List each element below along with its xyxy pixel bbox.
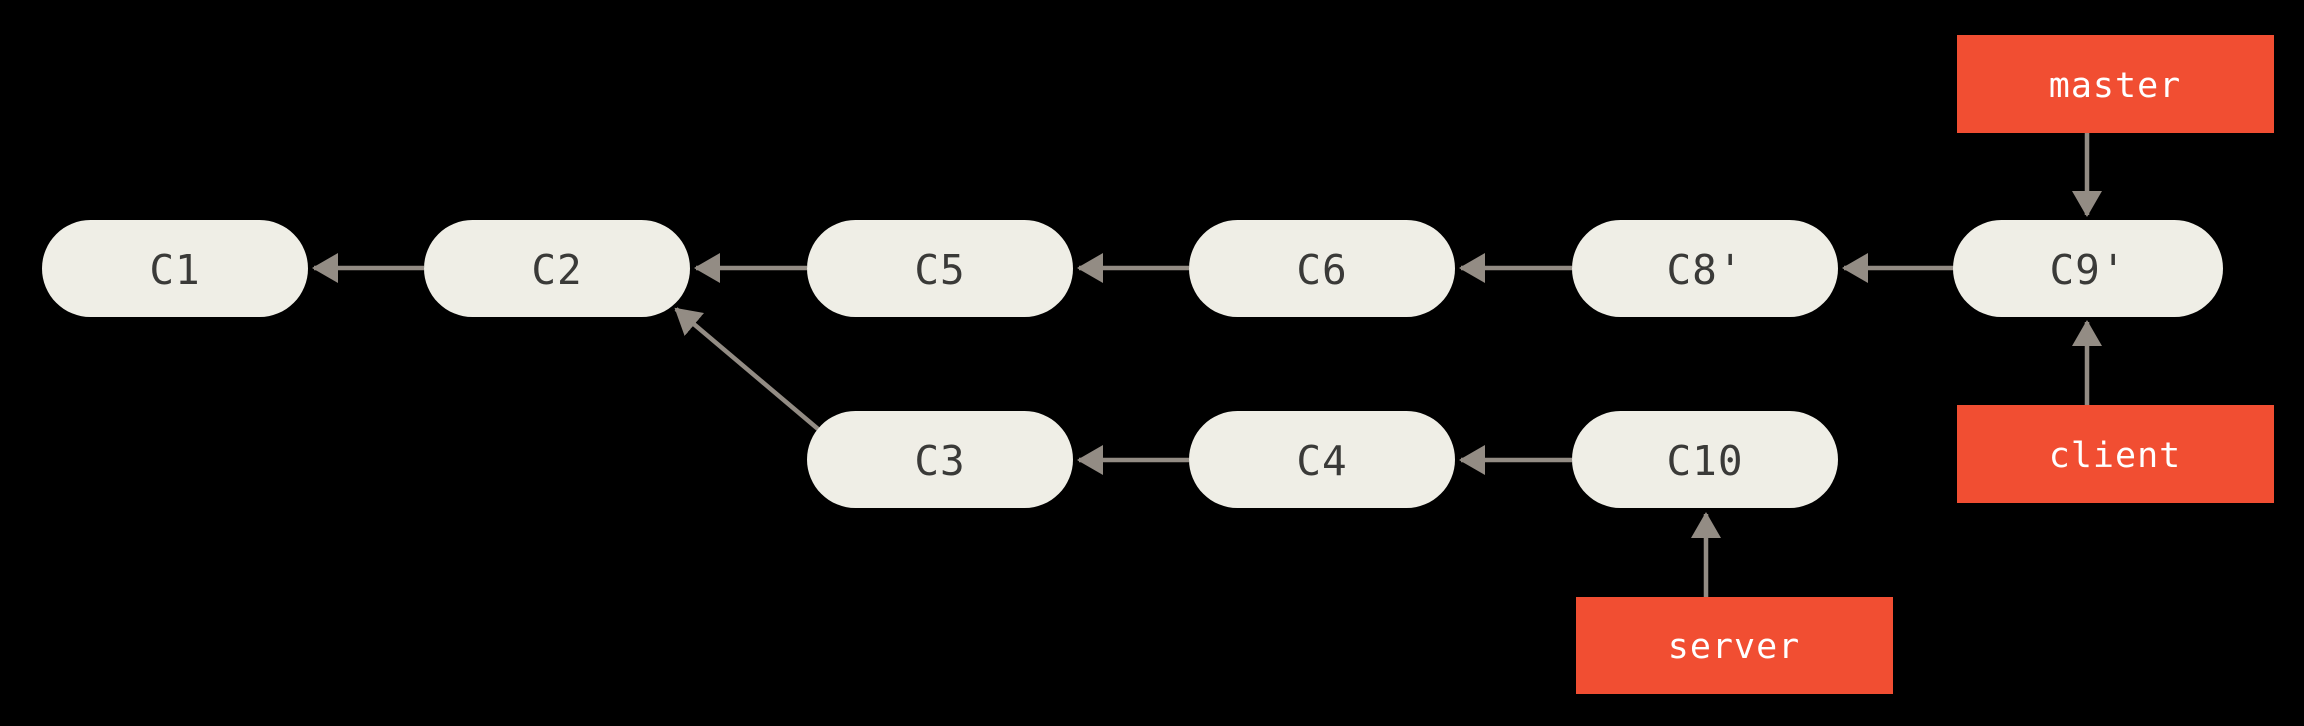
commit-label: C10 [1666,437,1743,485]
branch-name: client [2049,436,2181,476]
branch-box [1957,35,2274,133]
commit-pill [1953,220,2223,317]
edge-c3-c2-diagonal [674,307,820,431]
branch-label-master: master [1957,35,2274,133]
commit-node-c10: C10 [1572,411,1838,508]
commit-pill [1572,411,1838,508]
commit-node-c6: C6 [1189,220,1455,317]
commit-pill [807,411,1073,508]
branch-name: master [2049,66,2181,106]
edges [312,133,2102,597]
commit-node-c4: C4 [1189,411,1455,508]
commit-label: C4 [1296,437,1347,485]
commit-node-c1: C1 [42,220,308,317]
commit-node-c5: C5 [807,220,1073,317]
commit-node-c9-prime: C9' [1953,220,2223,317]
branch-box [1576,597,1893,694]
branch-box [1957,405,2274,503]
commit-label: C6 [1296,246,1347,294]
commit-node-c2: C2 [424,220,690,317]
commit-label: C1 [149,246,200,294]
commit-label: C5 [914,246,965,294]
commit-label: C9' [2049,246,2126,294]
commit-node-c3: C3 [807,411,1073,508]
commit-pill [807,220,1073,317]
branch-label-client: client [1957,405,2274,503]
commit-pill [1189,220,1455,317]
commit-node-c8-prime: C8' [1572,220,1838,317]
commit-pill [1189,411,1455,508]
commit-pill [42,220,308,317]
commit-pill [1572,220,1838,317]
commit-label: C3 [914,437,965,485]
branch-label-server: server [1576,597,1893,694]
commit-label: C2 [531,246,582,294]
branch-name: server [1668,627,1800,667]
commit-pill [424,220,690,317]
commit-label: C8' [1666,246,1743,294]
